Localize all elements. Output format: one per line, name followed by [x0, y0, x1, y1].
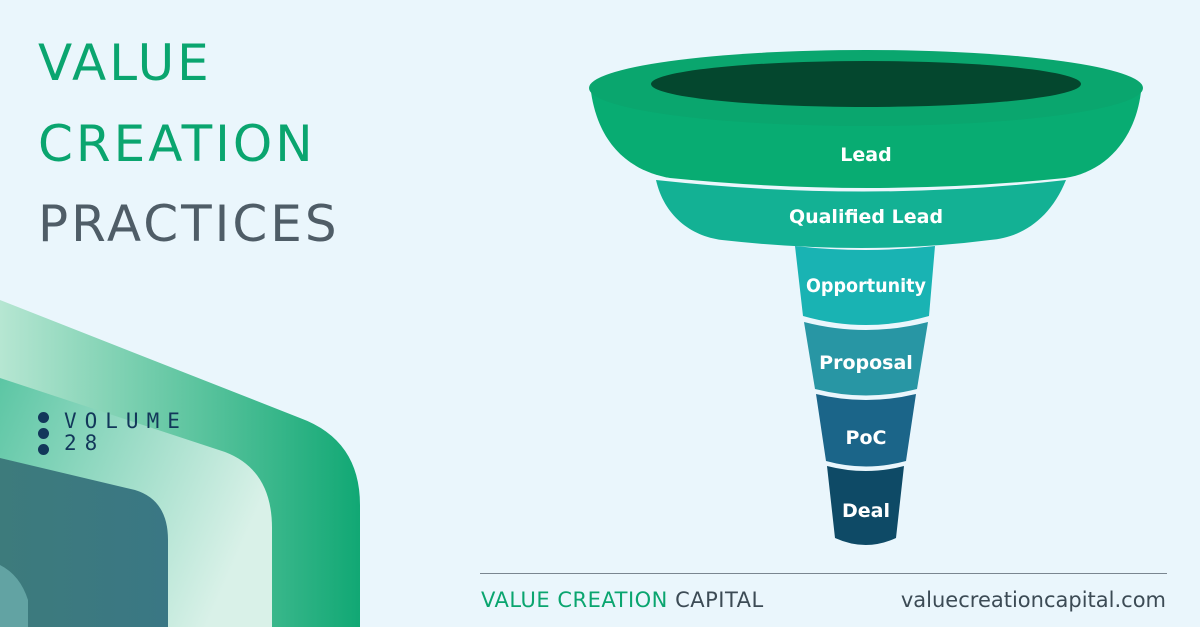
- footer-divider: [480, 573, 1167, 574]
- stage-label-deal: Deal: [842, 500, 890, 522]
- funnel-stage-deal: [827, 466, 904, 545]
- title-line-creation: CREATION: [38, 115, 316, 173]
- stage-label-opportunity: Opportunity: [806, 275, 927, 297]
- footer-brand-value-creation: VALUE CREATION: [481, 588, 668, 612]
- bg-shape-inner: [0, 458, 168, 627]
- footer-brand: VALUE CREATION CAPITAL: [481, 588, 764, 612]
- stage-label-lead: Lead: [840, 144, 891, 166]
- title-line-value: VALUE: [38, 34, 212, 92]
- title-line-practices: PRACTICES: [38, 195, 340, 253]
- funnel-stage-poc: [816, 394, 916, 467]
- bg-shape-core: [0, 565, 28, 627]
- footer-website-link[interactable]: valuecreationcapital.com: [900, 588, 1166, 612]
- footer-brand-capital: CAPITAL: [675, 588, 764, 612]
- dots-icon: [38, 412, 50, 460]
- volume-label: VOLUME: [64, 409, 188, 433]
- funnel-stage-proposal: [804, 322, 928, 396]
- funnel-stage-qualified-lead: [656, 180, 1066, 248]
- stage-label-proposal: Proposal: [819, 352, 913, 374]
- funnel-stage-opportunity: [795, 246, 935, 325]
- stage-label-qualified-lead: Qualified Lead: [789, 206, 943, 228]
- funnel-mouth: [651, 61, 1081, 107]
- volume-number: 28: [64, 431, 106, 455]
- stage-label-poc: PoC: [846, 427, 887, 449]
